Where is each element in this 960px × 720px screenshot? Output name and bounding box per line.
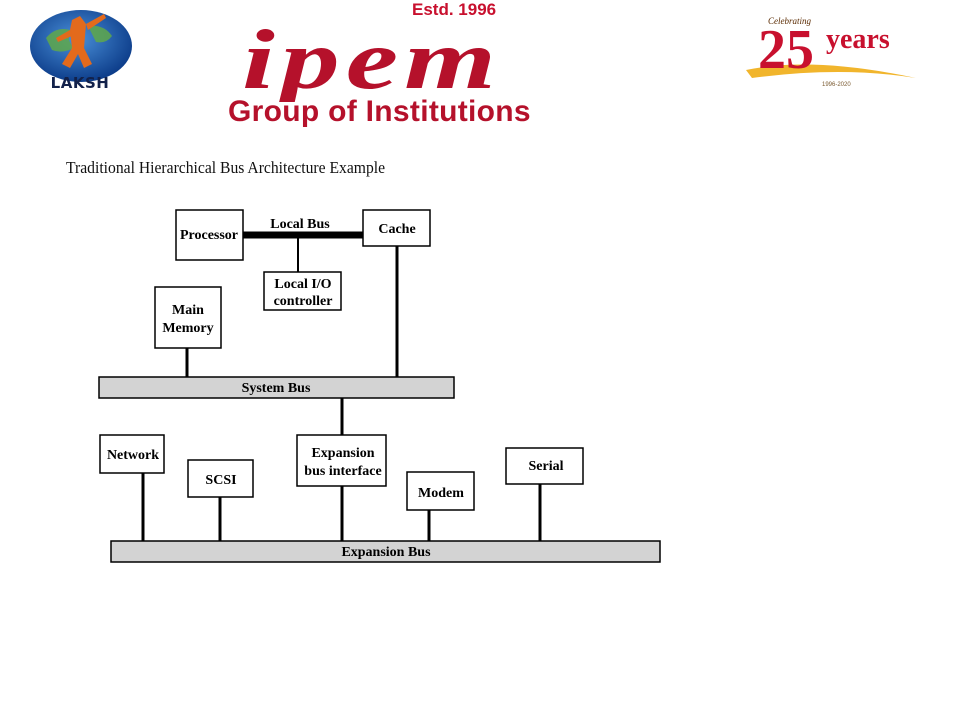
- expansion-bus: [110, 540, 661, 563]
- main-memory-label-1: Main: [172, 303, 204, 318]
- ipem-wordmark: ipem: [242, 13, 502, 102]
- anniv-number: 25: [758, 19, 814, 81]
- ipem-logo: ipem: [242, 13, 502, 102]
- expansion-interface-label-2: bus interface: [304, 464, 381, 479]
- local-io-label-2: controller: [274, 294, 333, 309]
- cache-box: [362, 209, 431, 247]
- expansion-interface-box: [296, 434, 387, 487]
- network-label: Network: [107, 448, 159, 463]
- cache-label: Cache: [378, 222, 415, 237]
- processor-box: [175, 209, 244, 261]
- modem-box: [406, 471, 475, 511]
- anniv-range: 1996-2020: [822, 82, 851, 88]
- anniversary-badge: Celebrating 25 years 1996-2020: [746, 16, 916, 88]
- anniv-years: years: [826, 24, 890, 55]
- modem-label: Modem: [418, 486, 464, 501]
- system-bus: [98, 376, 455, 399]
- local-io-label-1: Local I/O: [274, 277, 331, 292]
- anniv-celebrating: Celebrating: [768, 16, 811, 26]
- group-of-institutions: Group of Institutions: [228, 95, 531, 128]
- scsi-box: [187, 459, 254, 498]
- serial-label: Serial: [529, 459, 564, 474]
- main-memory-box: [154, 286, 222, 349]
- diagram-title: Traditional Hierarchical Bus Architectur…: [66, 158, 386, 177]
- expansion-bus-label: Expansion Bus: [341, 545, 431, 560]
- established-year: Estd. 1996: [412, 0, 497, 19]
- expansion-interface-label-1: Expansion: [311, 446, 374, 461]
- connectors: [141, 231, 542, 541]
- header: LAKSH Estd. 1996 ipem Group of Instituti…: [0, 0, 960, 140]
- processor-label: Processor: [180, 228, 238, 243]
- scsi-label: SCSI: [205, 473, 236, 488]
- system-bus-label: System Bus: [242, 381, 311, 396]
- serial-box: [505, 447, 584, 485]
- laksh-logo-icon: [30, 10, 132, 82]
- main-memory-label-2: Memory: [162, 321, 213, 336]
- laksh-label: LAKSH: [50, 74, 110, 92]
- local-bus-label: Local Bus: [270, 217, 330, 232]
- local-io-box: [263, 271, 342, 311]
- node-boxes: [99, 209, 584, 511]
- network-box: [99, 434, 165, 474]
